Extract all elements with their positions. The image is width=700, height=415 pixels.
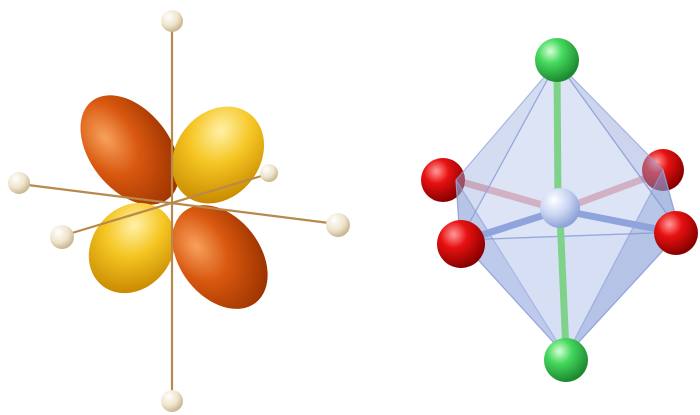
- ligand-balls: [8, 10, 350, 412]
- equatorial-atom-front-left: [437, 220, 485, 268]
- ligand-axes: [20, 22, 337, 402]
- central-metal-atom: [540, 188, 580, 228]
- ligand-ball-right: [326, 213, 350, 237]
- ligand-ball-bottom: [161, 390, 183, 412]
- axial-atom-top: [535, 38, 579, 82]
- ligand-ball-back-right: [260, 164, 278, 182]
- equatorial-atom-front-right: [654, 211, 698, 255]
- bond-center-to-top: [557, 66, 558, 205]
- ligand-ball-left: [8, 172, 30, 194]
- d-orbital-model: [8, 10, 350, 412]
- ligand-ball-front-left: [50, 225, 74, 249]
- octahedron-model: [421, 38, 698, 382]
- axial-atom-bottom: [544, 338, 588, 382]
- ligand-ball-top: [161, 10, 183, 32]
